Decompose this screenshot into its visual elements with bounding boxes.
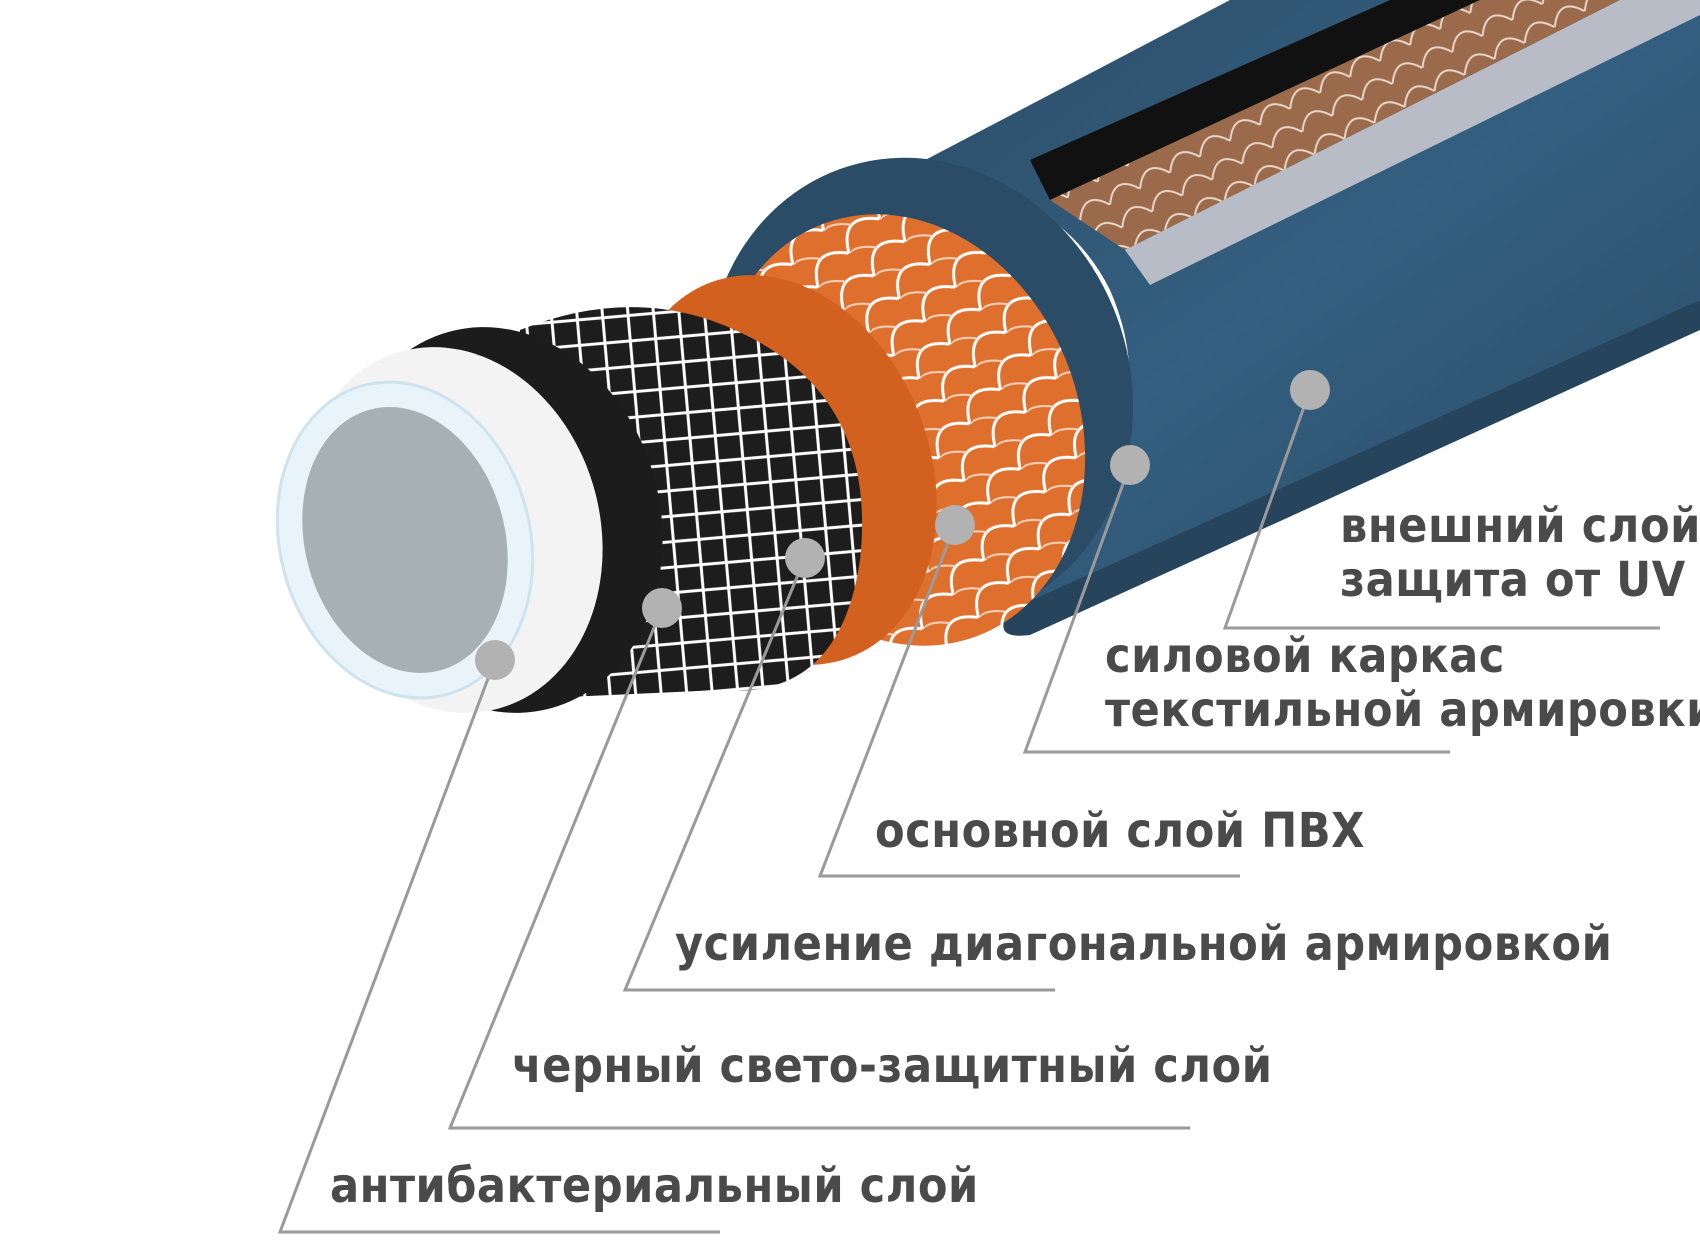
inner-core: [302, 407, 508, 673]
label-diagonal-layer: усиление диагональной армировкой: [675, 916, 1613, 972]
leader-outer: [1222, 389, 1660, 630]
leader-lines: [277, 389, 1660, 1234]
outer-cutaway-black: [1030, 0, 1480, 200]
grey-inner-stripe: [1125, 0, 1700, 285]
label-outer-layer: внешний слой - защита от UV: [1340, 498, 1700, 608]
label-outer-line1: внешний слой -: [1340, 498, 1700, 554]
marker-textile: [1110, 445, 1150, 485]
label-black-layer: черный свето-защитный слой: [512, 1038, 1273, 1094]
label-textile-layer: силовой каркас текстильной армировки: [1105, 628, 1700, 738]
marker-diagonal: [785, 538, 825, 578]
leader-black: [447, 607, 1190, 1130]
leader-textile: [1022, 464, 1450, 754]
label-antibacterial-layer: антибактериальный слой: [330, 1158, 979, 1214]
marker-outer: [1290, 370, 1330, 410]
leader-diagonal: [622, 557, 1055, 992]
leader-antibacterial: [277, 659, 720, 1234]
label-outer-line2: защита от UV: [1340, 551, 1686, 608]
label-pvc-layer: основной слой ПВХ: [875, 803, 1365, 859]
marker-black: [642, 588, 682, 628]
textile-exposed: [1050, 0, 1620, 250]
label-textile-line1: силовой каркас: [1105, 628, 1505, 684]
outer-layer-lower: [1003, 300, 1700, 636]
marker-antibacterial: [475, 640, 515, 680]
marker-pvc: [935, 505, 975, 545]
label-textile-line2: текстильной армировки: [1105, 681, 1700, 738]
markers: [475, 370, 1330, 680]
leader-pvc: [817, 524, 1240, 878]
